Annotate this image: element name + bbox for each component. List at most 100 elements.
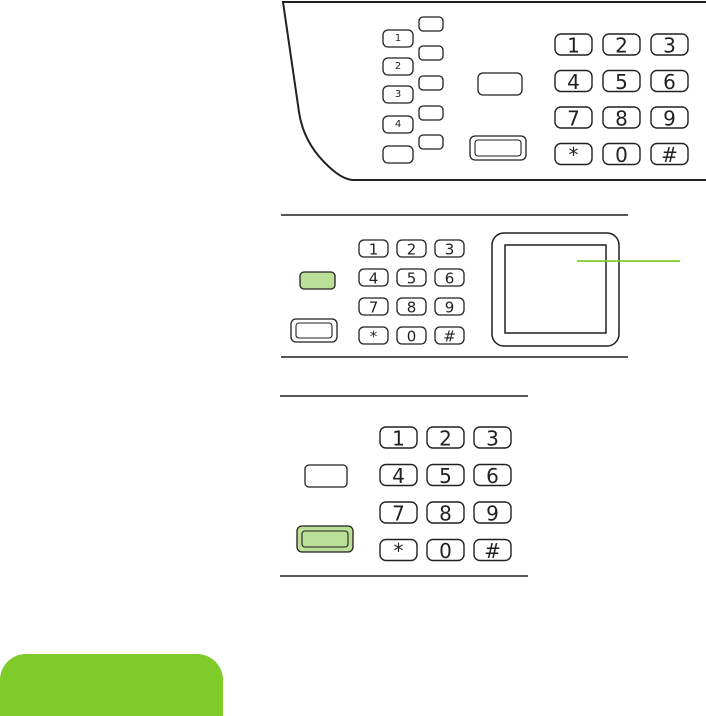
keypad-middle-key-label: 1 (369, 241, 379, 259)
keypad-middle-key-2[interactable]: 2 (396, 239, 427, 259)
start-button-middle[interactable] (290, 318, 338, 343)
start-button-bottom-highlighted[interactable] (296, 525, 354, 553)
keypad-top-key-label: 8 (615, 107, 628, 131)
keypad-top-key-star[interactable]: * (554, 142, 593, 167)
small-key-5[interactable] (418, 134, 444, 150)
keypad-middle-key-4[interactable]: 4 (358, 268, 389, 288)
keypad-middle-key-hash[interactable]: # (434, 326, 465, 346)
keypad-top-key-label: 3 (663, 34, 676, 58)
keypad-middle-key-star[interactable]: * (358, 326, 389, 346)
keypad-top-key-label: 6 (663, 70, 676, 94)
one-touch-label-4: 4 (395, 119, 401, 130)
keypad-bottom-key-label: 0 (439, 539, 452, 563)
keypad-top-key-label: 9 (663, 107, 676, 131)
keypad-top-key-3[interactable]: 3 (650, 33, 689, 58)
keypad-middle-key-7[interactable]: 7 (358, 297, 389, 317)
keypad-middle-key-label: 3 (445, 241, 455, 259)
keypad-bottom-key-label: # (484, 539, 501, 563)
keypad-top-key-label: 7 (567, 107, 580, 131)
keypad-top-key-5[interactable]: 5 (602, 69, 641, 94)
keypad-bottom-key-label: 1 (392, 427, 405, 451)
display-screen (491, 232, 620, 347)
small-key-2[interactable] (418, 45, 444, 61)
keypad-top-key-6[interactable]: 6 (650, 69, 689, 94)
keypad-bottom-key-label: 5 (439, 464, 452, 488)
keypad-top-key-1[interactable]: 1 (554, 33, 593, 58)
one-touch-button-2[interactable]: 2 (382, 57, 414, 76)
keypad-bottom-key-4[interactable]: 4 (379, 463, 418, 488)
keypad-bottom-key-7[interactable]: 7 (379, 501, 418, 526)
keypad-bottom-key-8[interactable]: 8 (426, 501, 465, 526)
keypad-bottom: 1 2 3 4 5 6 7 8 9 * 0 # (379, 426, 512, 563)
keypad-bottom-key-label: 3 (486, 427, 499, 451)
keypad-bottom-key-9[interactable]: 9 (473, 501, 512, 526)
keypad-top-key-0[interactable]: 0 (602, 142, 641, 167)
keypad-middle-key-label: # (443, 328, 456, 346)
keypad-middle-key-label: 6 (445, 270, 455, 288)
keypad-bottom-key-label: 4 (392, 464, 405, 488)
keypad-bottom-key-6[interactable]: 6 (473, 463, 512, 488)
keypad-bottom-key-label: * (394, 539, 404, 563)
top-panel-outline (281, 0, 706, 181)
keypad-middle-key-5[interactable]: 5 (396, 268, 427, 288)
keypad-middle-key-label: 9 (445, 299, 455, 317)
keypad-middle-key-8[interactable]: 8 (396, 297, 427, 317)
shift-button[interactable] (382, 145, 414, 164)
small-key-4[interactable] (418, 105, 444, 121)
one-touch-label-3: 3 (395, 89, 401, 100)
keypad-top-key-label: 0 (615, 143, 628, 167)
highlighted-green-button[interactable] (299, 271, 336, 290)
keypad-middle-key-0[interactable]: 0 (396, 326, 427, 346)
keypad-middle-key-label: 8 (407, 299, 417, 317)
keypad-bottom-key-label: 6 (486, 464, 499, 488)
keypad-bottom-key-label: 7 (392, 502, 405, 526)
one-touch-button-3[interactable]: 3 (382, 85, 414, 104)
keypad-top-key-label: 4 (567, 70, 580, 94)
keypad-bottom-key-3[interactable]: 3 (473, 426, 512, 451)
small-key-1[interactable] (418, 16, 444, 32)
keypad-top-key-label: * (569, 143, 579, 167)
keypad-top-key-8[interactable]: 8 (602, 106, 641, 131)
keypad-bottom-key-label: 8 (439, 502, 452, 526)
top-control-panel: 1 2 3 4 1 2 3 4 5 6 7 8 9 * 0 # (281, 0, 706, 181)
keypad-bottom-key-label: 9 (486, 502, 499, 526)
one-touch-button-1[interactable]: 1 (382, 29, 414, 48)
bottom-control-panel: 1 2 3 4 5 6 7 8 9 * 0 # (280, 395, 528, 577)
keypad-bottom-key-2[interactable]: 2 (426, 426, 465, 451)
keypad-top-key-9[interactable]: 9 (650, 106, 689, 131)
keypad-top-key-2[interactable]: 2 (602, 33, 641, 58)
keypad-top-key-label: 2 (615, 34, 628, 58)
one-touch-label-1: 1 (395, 33, 401, 44)
keypad-top-key-hash[interactable]: # (650, 142, 689, 167)
start-button[interactable] (469, 135, 527, 161)
keypad-bottom-key-star[interactable]: * (379, 538, 418, 563)
green-section-tab (0, 654, 223, 716)
keypad-middle-key-3[interactable]: 3 (434, 239, 465, 259)
keypad-top-key-label: # (661, 143, 678, 167)
keypad-top-key-7[interactable]: 7 (554, 106, 593, 131)
one-touch-button-4[interactable]: 4 (382, 115, 414, 134)
keypad-bottom-key-hash[interactable]: # (473, 538, 512, 563)
keypad-top: 1 2 3 4 5 6 7 8 9 * 0 # (554, 33, 689, 167)
keypad-middle-key-9[interactable]: 9 (434, 297, 465, 317)
menu-button-bottom[interactable] (304, 464, 348, 488)
keypad-bottom-key-label: 2 (439, 427, 452, 451)
keypad-middle-key-label: * (370, 328, 378, 346)
small-key-3[interactable] (418, 75, 444, 91)
keypad-top-key-4[interactable]: 4 (554, 69, 593, 94)
keypad-top-key-label: 1 (567, 34, 580, 58)
keypad-middle-key-label: 2 (407, 241, 417, 259)
keypad-bottom-key-1[interactable]: 1 (379, 426, 418, 451)
keypad-bottom-key-0[interactable]: 0 (426, 538, 465, 563)
keypad-middle-key-label: 4 (369, 270, 379, 288)
menu-button[interactable] (477, 72, 523, 96)
keypad-middle-key-1[interactable]: 1 (358, 239, 389, 259)
keypad-top-key-label: 5 (615, 70, 628, 94)
keypad-middle-key-6[interactable]: 6 (434, 268, 465, 288)
keypad-middle-key-label: 0 (407, 328, 417, 346)
keypad-middle-key-label: 7 (369, 299, 379, 317)
keypad-bottom-key-5[interactable]: 5 (426, 463, 465, 488)
